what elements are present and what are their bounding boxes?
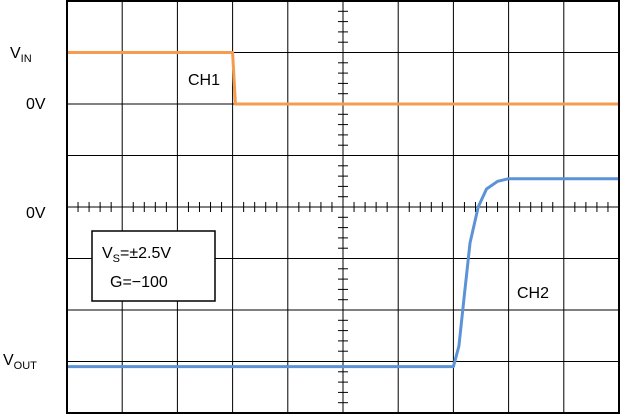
trace-ch2 (67, 177, 619, 369)
center-axis-ticks (77, 10, 609, 404)
info-box: VS=±2.5V G=−100 (91, 230, 216, 302)
ch1-label: CH1 (188, 72, 220, 89)
supply-voltage-text: VS=±2.5V (102, 245, 171, 265)
traces (67, 51, 619, 369)
trace-ch1 (67, 51, 619, 106)
grid (67, 1, 619, 413)
vin-label: VIN (10, 45, 32, 65)
ch1-zero-label: 0V (26, 96, 46, 113)
gain-text: G=−100 (110, 274, 168, 291)
ch2-label: CH2 (517, 285, 549, 302)
plot-frame (66, 0, 620, 414)
ch2-zero-label: 0V (26, 205, 46, 222)
vout-label: VOUT (3, 352, 37, 372)
